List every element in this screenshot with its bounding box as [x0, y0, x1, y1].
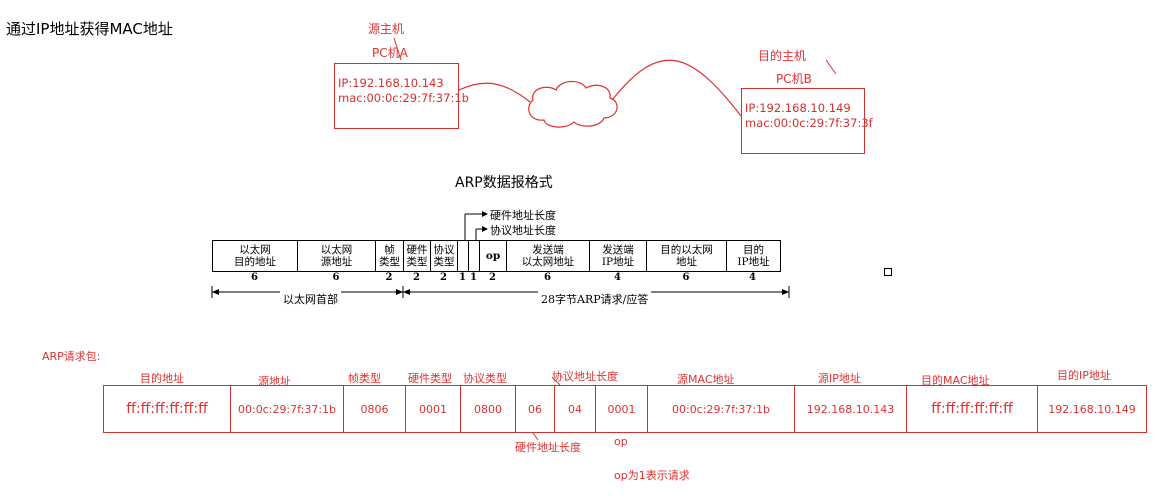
pkt-cell-proto-len: 04 [555, 386, 596, 432]
pkt-header-dst-ip: 目的IP地址 [1057, 369, 1111, 382]
fmt-size-eth-dst: 6 [251, 272, 258, 283]
dest-host-box: IP:192.168.10.149 mac:00:0c:29:7f:37:3f [741, 88, 873, 154]
proto-len-label: 协议地址长度 [490, 224, 556, 237]
network-cloud [528, 80, 618, 128]
fmt-field-sender-mac: 发送端 以太网地址 [507, 241, 590, 271]
pkt-cell-frame-type: 0806 [344, 386, 406, 432]
fmt-size-sender-ip: 4 [614, 272, 621, 283]
arp-request-caption: ARP请求包: [42, 350, 101, 363]
pkt-cell-dst-mac: ff:ff:ff:ff:ff:ff [104, 386, 231, 432]
pkt-header-proto-type: 协议类型 [463, 372, 507, 385]
hw-len-label: 硬件地址长度 [490, 209, 556, 222]
fmt-field-op: op [480, 241, 507, 271]
network-link-right [611, 59, 742, 117]
fmt-size-target-ip: 4 [749, 272, 756, 283]
pkt-header-hw-type: 硬件类型 [408, 372, 452, 385]
arp-format-table: 以太网 目的地址 以太网 源地址 帧 类型 硬件 类型 协议 类型 op 发送端… [212, 240, 781, 272]
pkt-cell-sender-mac: 00:0c:29:7f:37:1b [648, 386, 795, 432]
source-host-name: PC机A [372, 46, 408, 60]
dest-host-name: PC机B [776, 72, 812, 86]
arp-body-label: 28字节ARP请求/应答 [538, 291, 652, 307]
pkt-hw-len-label: 硬件地址长度 [515, 441, 581, 454]
fmt-size-hw-len: 1 [459, 272, 466, 283]
source-host-ip: IP:192.168.10.143 [338, 76, 444, 90]
pkt-op-label: op [614, 435, 628, 448]
fmt-field-target-mac: 目的以太网 地址 [647, 241, 727, 271]
arp-body-arrow-right [782, 289, 789, 295]
source-host-caption: 源主机 [368, 22, 405, 36]
fmt-size-op: 2 [489, 272, 496, 283]
fmt-size-sender-mac: 6 [544, 272, 551, 283]
pkt-cell-hw-type: 0001 [406, 386, 461, 432]
pkt-cell-proto-type: 0800 [461, 386, 516, 432]
fmt-field-hw-type: 硬件 类型 [404, 241, 431, 271]
pkt-op-note: op为1表示请求 [614, 469, 690, 482]
fmt-field-proto-type: 协议 类型 [431, 241, 458, 271]
fmt-size-proto-len: 1 [470, 272, 477, 283]
pkt-cell-src-mac: 00:0c:29:7f:37:1b [231, 386, 344, 432]
fmt-field-eth-dst: 以太网 目的地址 [213, 241, 298, 271]
hw-len-packet-pointer [532, 432, 539, 441]
fmt-field-target-ip: 目的 IP地址 [737, 244, 770, 268]
network-link-left [458, 82, 531, 103]
fmt-size-eth-src: 6 [332, 272, 340, 283]
arp-request-packet: ff:ff:ff:ff:ff:ff 00:0c:29:7f:37:1b 0806… [103, 385, 1147, 433]
dest-host-mac: mac:00:0c:29:7f:37:3f [745, 116, 873, 130]
source-host-mac: mac:00:0c:29:7f:37:1b [338, 91, 469, 105]
source-pointer [393, 37, 402, 61]
pkt-header-src: 源地址 [258, 375, 291, 388]
pkt-cell-op: 0001 [596, 386, 648, 432]
fmt-field-sender-ip: 发送端 IP地址 [590, 241, 647, 271]
fmt-size-target-mac: 6 [682, 272, 690, 283]
pkt-header-proto-len: 协议地址长度 [552, 370, 618, 383]
page-title: 通过IP地址获得MAC地址 [6, 20, 173, 38]
fmt-field-hw-len [458, 241, 469, 271]
fmt-size-proto-type: 2 [440, 272, 447, 283]
arp-body-arrow-left [403, 289, 410, 295]
fmt-size-frame-type: 2 [385, 272, 393, 283]
stray-square-mark [884, 268, 892, 276]
dest-host-caption: 目的主机 [758, 49, 807, 63]
pkt-header-dst: 目的地址 [140, 372, 184, 385]
dest-host-ip: IP:192.168.10.149 [745, 101, 851, 115]
dest-pointer [825, 59, 837, 75]
fmt-field-proto-len [469, 241, 480, 271]
eth-header-arrow-left [212, 289, 219, 295]
eth-header-arrow-right [396, 289, 403, 295]
pkt-header-frame-type: 帧类型 [348, 372, 381, 385]
fmt-field-frame-type: 帧 类型 [376, 241, 404, 271]
pkt-header-src-ip: 源IP地址 [818, 372, 861, 385]
fmt-size-hw-type: 2 [413, 272, 420, 283]
arp-format-title: ARP数据报格式 [455, 175, 553, 191]
pkt-header-src-mac: 源MAC地址 [677, 373, 735, 386]
proto-len-packet-pointer [551, 376, 561, 386]
proto-len-arrowhead [482, 226, 488, 232]
eth-header-label: 以太网首部 [280, 291, 341, 307]
source-host-box: IP:192.168.10.143 mac:00:0c:29:7f:37:1b [334, 63, 469, 129]
pkt-cell-target-ip: 192.168.10.149 [1048, 402, 1136, 416]
pkt-header-dst-mac: 目的MAC地址 [921, 374, 990, 387]
pkt-cell-target-mac: ff:ff:ff:ff:ff:ff [907, 386, 1038, 432]
hw-len-arrowhead [482, 211, 488, 217]
pkt-cell-hw-len: 06 [516, 386, 555, 432]
fmt-field-eth-src: 以太网 源地址 [298, 241, 376, 271]
pkt-cell-sender-ip: 192.168.10.143 [795, 386, 907, 432]
